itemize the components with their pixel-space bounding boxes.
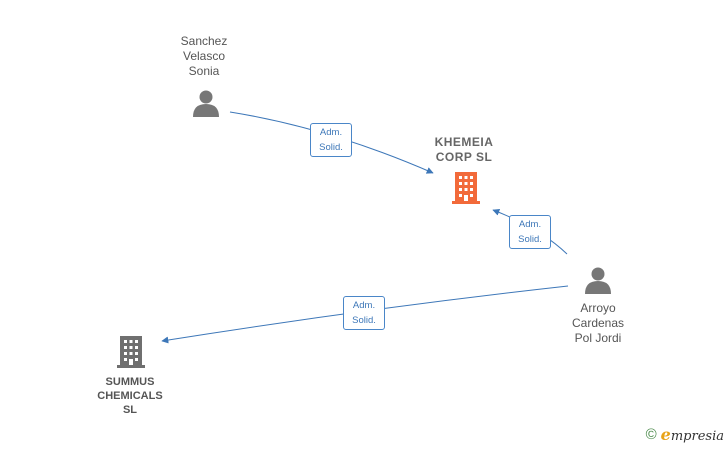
label-line: Velasco: [182, 49, 226, 63]
label-line: KHEMEIA: [434, 135, 494, 149]
company-label-khemeia[interactable]: KHEMEIA CORP SL: [414, 135, 514, 165]
role-line: Solid.: [352, 315, 376, 326]
role-box-arroyo-khemeia[interactable]: Adm. Solid.: [509, 215, 551, 249]
role-line: Adm.: [518, 219, 542, 230]
role-line: Adm.: [319, 127, 343, 138]
brand-initial: e: [660, 425, 671, 444]
person-label-sanchez[interactable]: Sanchez Velasco Sonia: [164, 34, 244, 79]
label-line: Pol Jordi: [574, 331, 622, 345]
role-line: Adm.: [352, 300, 376, 311]
role-box-sanchez-khemeia[interactable]: Adm. Solid.: [310, 123, 352, 157]
building-icon[interactable]: [452, 172, 480, 204]
role-box-arroyo-summus[interactable]: Adm. Solid.: [343, 296, 385, 330]
brand-footer: © empresia: [646, 425, 724, 444]
label-line: Sonia: [188, 64, 220, 78]
label-line: Cardenas: [571, 316, 625, 330]
building-icon[interactable]: [117, 336, 145, 368]
person-label-arroyo[interactable]: Arroyo Cardenas Pol Jordi: [555, 301, 641, 346]
person-icon[interactable]: [193, 90, 219, 118]
label-line: SUMMUS: [105, 376, 155, 388]
label-line: SL: [122, 404, 138, 416]
label-line: CORP SL: [435, 150, 493, 164]
brand-name: mpresia: [670, 429, 724, 444]
brand-logo[interactable]: empresia: [661, 425, 724, 444]
role-line: Solid.: [319, 142, 343, 153]
label-line: Arroyo: [580, 301, 616, 315]
person-icon[interactable]: [585, 267, 611, 295]
company-label-summus[interactable]: SUMMUS CHEMICALS SL: [86, 375, 174, 417]
label-line: CHEMICALS: [97, 390, 163, 402]
copyright-icon: ©: [645, 426, 657, 443]
role-line: Solid.: [518, 234, 542, 245]
label-line: Sanchez: [180, 34, 228, 48]
